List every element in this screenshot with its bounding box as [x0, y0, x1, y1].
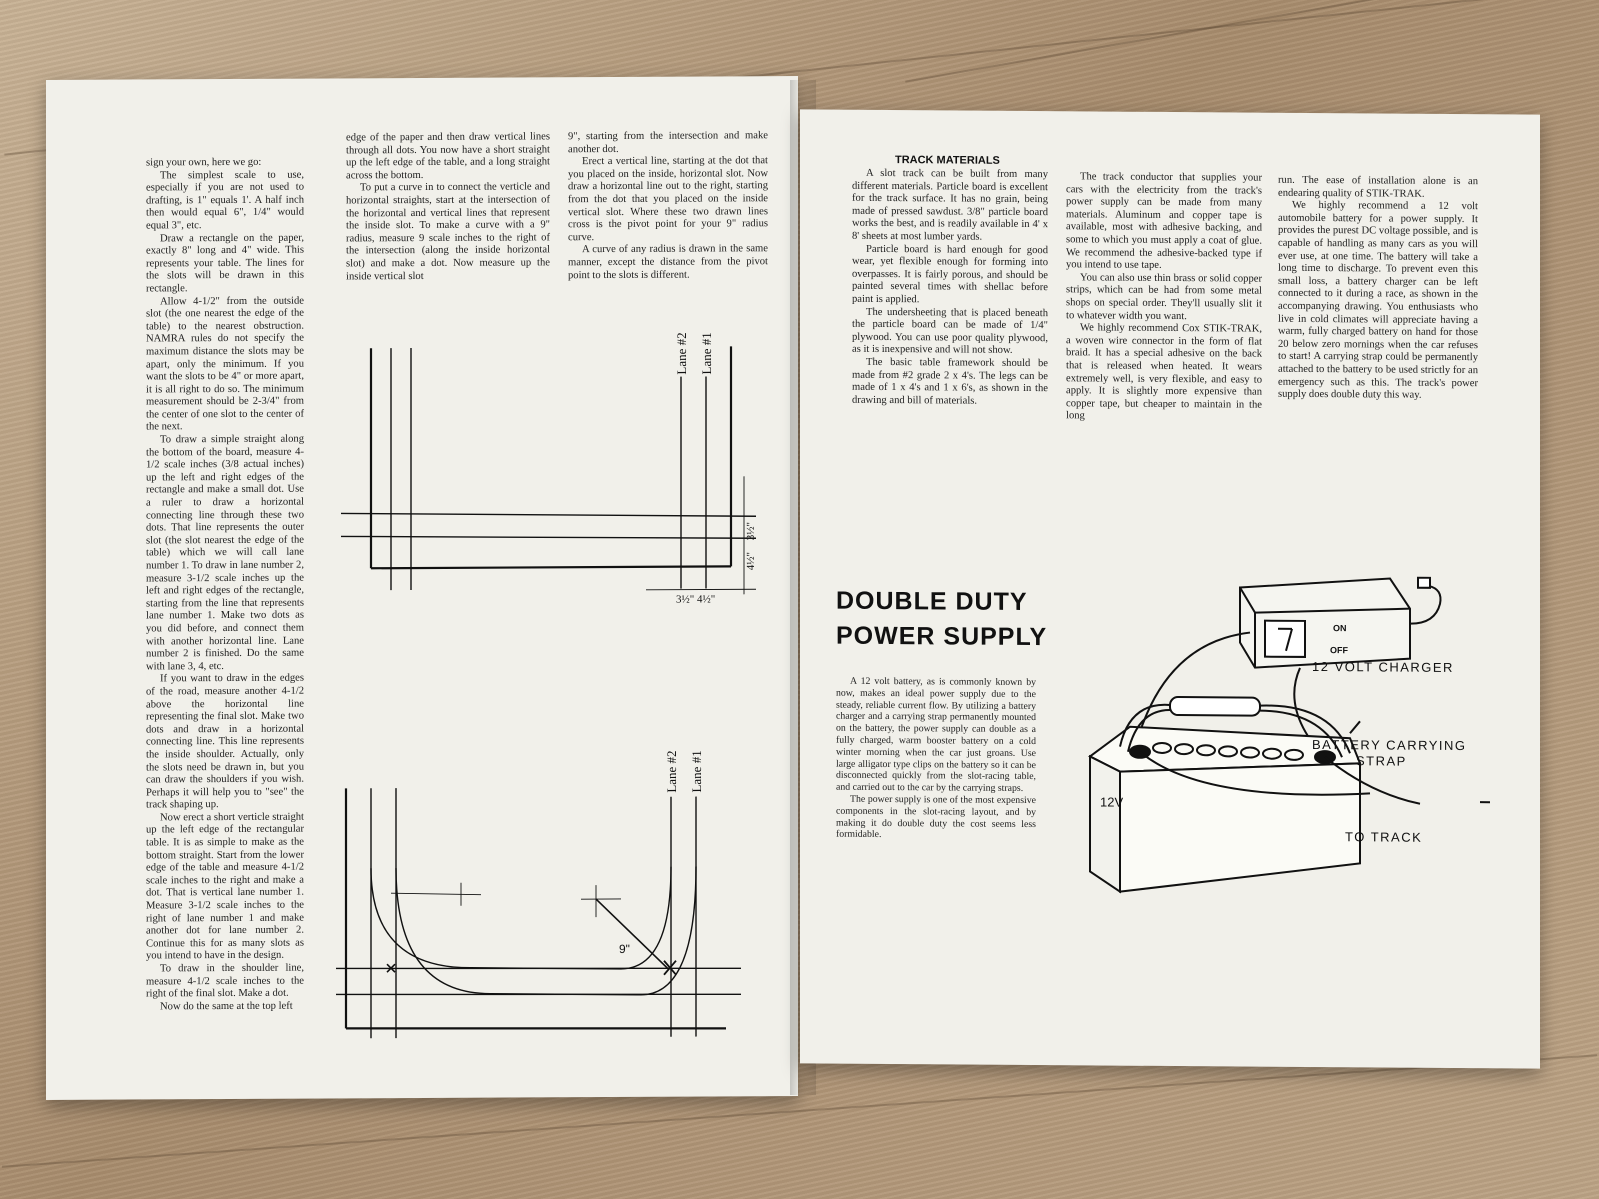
right-column-2: The track conductor that supplies your c… [1066, 171, 1262, 424]
paragraph: Erect a vertical line, starting at the d… [568, 155, 768, 243]
right-page: TRACK MATERIALS A slot track can be buil… [800, 109, 1540, 1069]
paragraph: Draw a rectangle on the paper, exactly 8… [146, 232, 304, 295]
battery-charger-illustration: ON OFF 12V [1088, 576, 1490, 894]
paragraph: 9", starting from the intersection and m… [568, 130, 768, 155]
paragraph: We highly recommend Cox STIK-TRAK, a wov… [1066, 322, 1262, 422]
floor-seam [905, 0, 1594, 83]
paragraph: You can also use thin brass or solid cop… [1066, 272, 1262, 322]
paragraph: To draw a simple straight along the bott… [146, 433, 304, 673]
lane-1-label: Lane #1 [689, 750, 704, 792]
track-materials-heading: TRACK MATERIALS [895, 154, 1000, 167]
power-supply-title: DOUBLE DUTY POWER SUPPLY [836, 584, 1047, 655]
dimension-label-vertical-upper: 3½" [745, 522, 757, 540]
left-page: sign your own, here we go: The simplest … [46, 76, 798, 1100]
strap-label-line-2: STRAP [1356, 753, 1407, 769]
paragraph: We highly recommend a 12 volt automobile… [1278, 200, 1478, 401]
paragraph: The track conductor that supplies your c… [1066, 171, 1262, 272]
paragraph: The undersheeting that is placed beneath… [852, 306, 1048, 357]
paragraph: Now erect a short verticle straight up t… [146, 811, 304, 962]
lane-2-label: Lane #2 [664, 750, 679, 792]
power-supply-text: A 12 volt battery, as is commonly known … [836, 676, 1036, 843]
right-column-3: run. The ease of installation alone is a… [1278, 175, 1478, 403]
radius-label: 9" [619, 942, 630, 956]
paragraph: To put a curve in to connect the verticl… [346, 181, 550, 282]
paragraph: edge of the paper and then draw vertical… [346, 131, 550, 182]
to-track-label: TO TRACK [1345, 829, 1423, 845]
paragraph: To draw in the shoulder line, measure 4-… [146, 962, 304, 1000]
paragraph: sign your own, here we go: [146, 156, 262, 169]
curved-lanes-diagram: Lane #2 Lane #1 9" [335, 750, 742, 1039]
title-line-1: DOUBLE DUTY [836, 586, 1028, 617]
paragraph: A 12 volt battery, as is commonly known … [836, 675, 1036, 795]
switch-off-label: OFF [1330, 645, 1348, 655]
right-column-1: A slot track can be built from many diff… [852, 168, 1048, 409]
paragraph: run. The ease of installation alone is a… [1278, 174, 1478, 200]
paragraph: Allow 4-1/2" from the outside slot (the … [146, 295, 304, 433]
charger-label: 12 VOLT CHARGER [1312, 658, 1454, 675]
switch-on-label: ON [1333, 623, 1346, 633]
paragraph: A curve of any radius is drawn in the sa… [568, 243, 768, 281]
paragraph: Now do the same at the top left [160, 1000, 293, 1013]
paragraph: A slot track can be built from many diff… [852, 167, 1048, 243]
battery-voltage-label: 12V [1100, 795, 1123, 810]
paragraph: Particle board is hard enough for good w… [852, 243, 1048, 306]
dimension-label-vertical-lower: 4½" [745, 552, 757, 570]
paragraph: The power supply is one of the most expe… [836, 793, 1036, 841]
paragraph: The simplest scale to use, especially if… [146, 169, 304, 232]
lane-1-label: Lane #1 [699, 332, 714, 374]
dimension-label-horizontal: 3½" 4½" [676, 593, 715, 605]
title-line-2: POWER SUPPLY [836, 621, 1048, 652]
paragraph: The basic table framework should be made… [852, 356, 1048, 407]
lane-2-label: Lane #2 [674, 332, 689, 374]
left-column-1: sign your own, here we go: The simplest … [146, 157, 304, 1014]
left-column-3: 9", starting from the intersection and m… [568, 130, 768, 282]
straight-lanes-diagram: Lane #2 Lane #1 3½" 4½" 3½" 4½" [340, 332, 757, 606]
strap-label-line-1: BATTERY CARRYING [1312, 736, 1467, 754]
left-column-2: edge of the paper and then draw vertical… [346, 131, 550, 283]
paragraph: If you want to draw in the edges of the … [146, 672, 304, 811]
